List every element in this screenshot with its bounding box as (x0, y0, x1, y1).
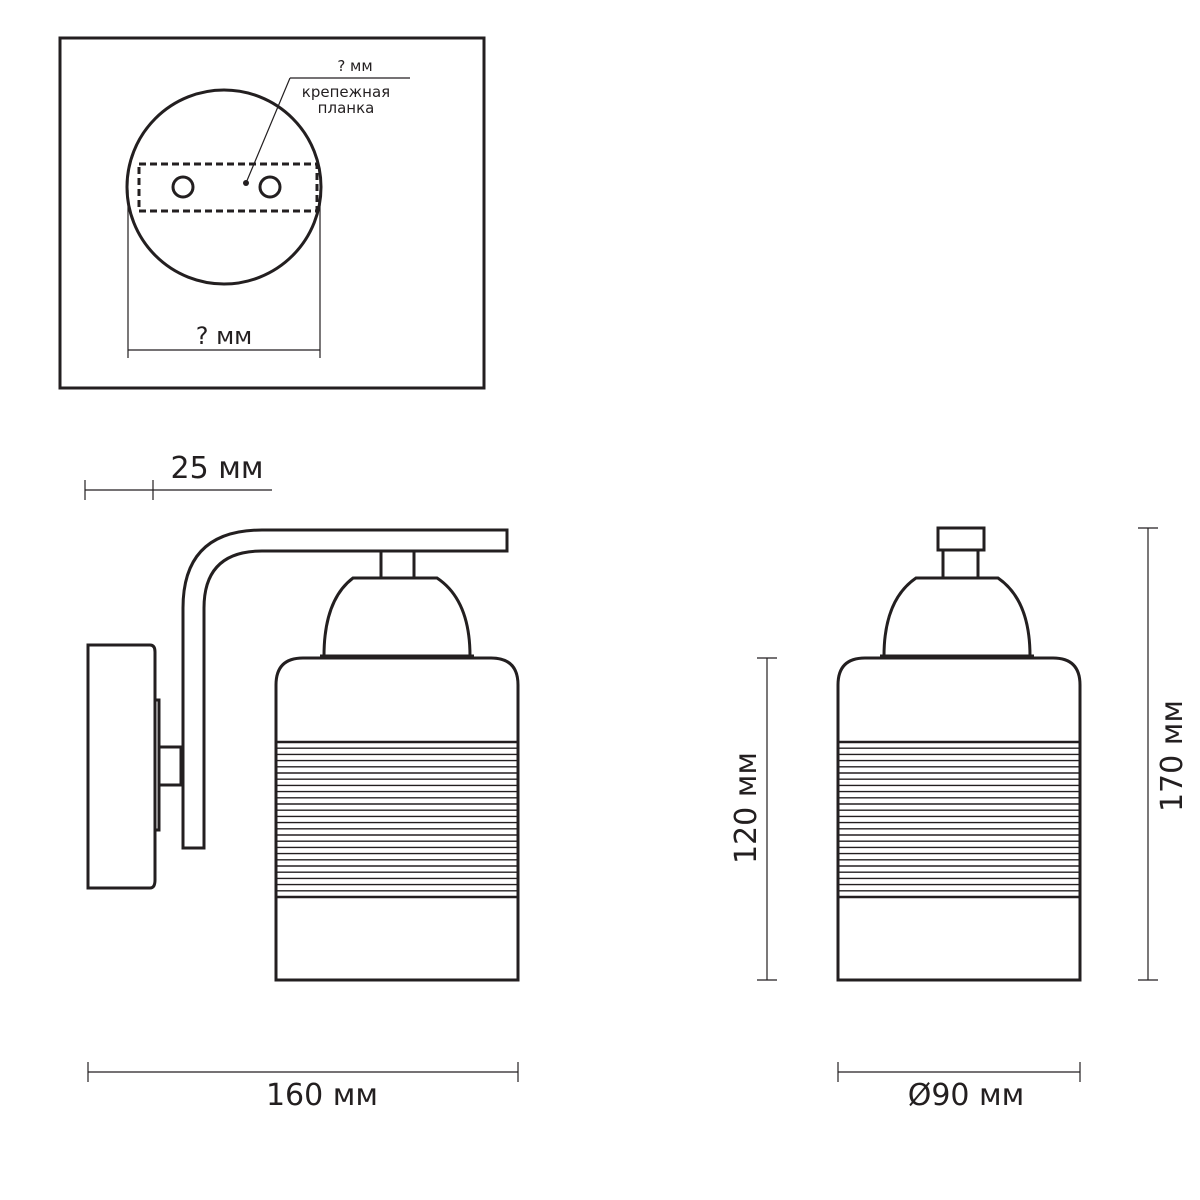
diameter-label: Ø90 мм (908, 1078, 1025, 1113)
panel-frame (58, 36, 486, 390)
offset-label: 25 мм (171, 451, 264, 486)
wall-base-circle (125, 88, 323, 286)
total-height-label: 170 мм (1155, 700, 1190, 812)
glass-shade (274, 656, 520, 982)
shade-ribs (276, 740, 518, 899)
width-label: 160 мм (266, 1078, 378, 1113)
arm-connector (157, 745, 183, 787)
socket-stem (379, 549, 416, 580)
front-glass-shade (836, 656, 1082, 982)
plate-leader-line (245, 77, 291, 184)
mounting-plate-panel: ? мм крепежная планка ? мм (58, 36, 486, 390)
front-stem (941, 548, 980, 580)
plate-size-label: ? мм (337, 57, 372, 75)
front-shade-ribs (838, 740, 1080, 899)
socket-cup (322, 576, 472, 658)
side-view: 25 мм 160 мм (84, 451, 520, 1113)
plate-note-line2: планка (318, 99, 375, 117)
mounting-plate-outline (137, 162, 319, 213)
wall-base-side (86, 643, 157, 890)
plate-note-line1: крепежная (302, 83, 390, 101)
shade-height-label: 120 мм (729, 752, 764, 864)
curved-arm (181, 528, 509, 850)
screw-hole-left (171, 175, 195, 199)
front-top-cap (936, 526, 986, 552)
front-socket-cup (882, 576, 1032, 658)
front-view: 120 мм 170 мм Ø90 мм (729, 526, 1190, 1113)
screw-hole-right (258, 175, 282, 199)
base-diameter-label: ? мм (196, 322, 253, 350)
